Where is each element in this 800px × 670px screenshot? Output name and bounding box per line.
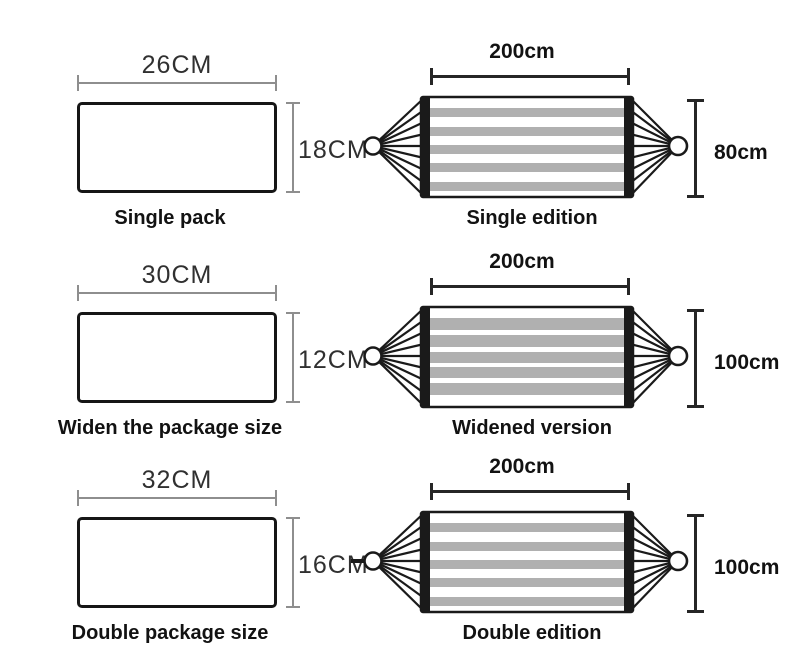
package-label: Widen the package size: [57, 417, 283, 439]
hammock-left-ring: [363, 136, 383, 156]
hammock-right-bar: [624, 97, 633, 197]
package-height-dimension-line: [286, 102, 300, 193]
hammock-width-dimension-line: [430, 483, 630, 500]
size-row-double: 32CM 16CM Double package size 200cm 100c…: [0, 415, 800, 650]
hammock-left-bar: [421, 307, 430, 407]
hammock-width-dimension: 200cm: [489, 455, 555, 478]
hammock-height-dimension-line: [687, 514, 704, 613]
hammock-height-dimension-line: [687, 309, 704, 408]
package-height-dimension: 12CM: [298, 346, 369, 374]
hammock-label: Single edition: [466, 207, 598, 229]
hammock-right-bar: [624, 307, 633, 407]
package-width-dimension: 30CM: [141, 261, 213, 289]
hammock-width-dimension-line: [430, 68, 630, 85]
hammock-height-dimension: 80cm: [714, 141, 768, 164]
hammock-left-bar: [421, 512, 430, 612]
hammock-left-ring: [363, 551, 383, 571]
hammock-right-ring: [667, 550, 689, 572]
hammock-width-dimension: 200cm: [489, 250, 555, 273]
package-rectangle: [77, 312, 277, 403]
size-row-single: 26CM 18CM Single pack 200cm 80cm Single …: [0, 0, 800, 235]
hammock-height-dimension-line: [687, 99, 704, 198]
package-width-dimension: 32CM: [141, 466, 213, 494]
hammock-right-ring: [667, 135, 689, 157]
hammock-width-dimension: 200cm: [489, 40, 555, 63]
hammock-right-ring: [667, 345, 689, 367]
hammock-left-bar: [421, 97, 430, 197]
package-rectangle: [77, 517, 277, 608]
package-rectangle: [77, 102, 277, 193]
package-height-dimension-line: [286, 517, 300, 608]
hammock-height-dimension: 100cm: [714, 351, 780, 374]
package-width-dimension-line: [77, 75, 277, 91]
package-width-dimension: 26CM: [141, 51, 213, 79]
hammock-illustration: [363, 305, 689, 409]
hammock-height-dimension: 100cm: [714, 556, 780, 579]
package-width-dimension-line: [77, 285, 277, 301]
hammock-right-bar: [624, 512, 633, 612]
hammock-strings: [372, 97, 679, 197]
package-width-dimension-line: [77, 490, 277, 506]
package-height-dimension: 16CM: [298, 551, 369, 579]
hammock-fabric-stripes: [430, 523, 624, 606]
size-row-widened: 30CM 12CM Widen the package size 200cm 1…: [0, 210, 800, 445]
hammock-label: Double edition: [462, 622, 602, 644]
hammock-left-ring: [363, 346, 383, 366]
hammock-label: Widened version: [452, 417, 612, 439]
package-label: Double package size: [71, 622, 269, 644]
package-height-dimension: 18CM: [298, 136, 369, 164]
hammock-width-dimension-line: [430, 278, 630, 295]
package-height-dimension-line: [286, 312, 300, 403]
hammock-fabric-stripes: [430, 318, 624, 395]
hammock-illustration: [363, 95, 689, 199]
hammock-illustration: [351, 510, 689, 614]
hammock-fabric-stripes: [430, 108, 624, 191]
package-label: Single pack: [114, 207, 226, 229]
